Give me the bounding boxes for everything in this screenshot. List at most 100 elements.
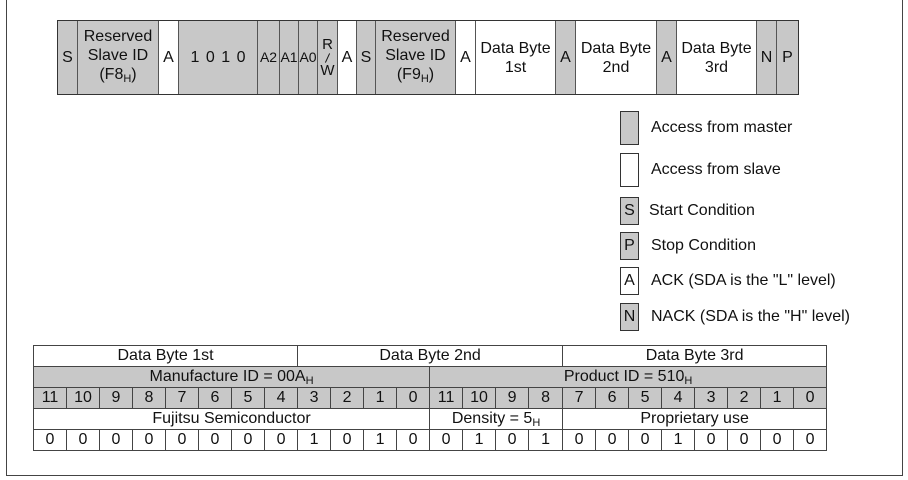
id-field-row: Manufacture ID = 00AH Product ID = 510H xyxy=(32,366,828,388)
bit-number-cell: 2 xyxy=(727,387,762,409)
seq-ack: A xyxy=(456,21,476,94)
bit-number-cell: 6 xyxy=(198,387,232,409)
bit-value-cell: 0 xyxy=(727,429,762,451)
bit-value-cell: 0 xyxy=(495,429,530,451)
bit-value-cell: 0 xyxy=(165,429,199,451)
seq-start: S xyxy=(58,21,78,94)
seq-label: S xyxy=(360,49,372,66)
legend-slave-label: Access from slave xyxy=(651,161,781,178)
seq-label: N xyxy=(760,49,773,66)
bit-value-cell: 0 xyxy=(396,429,431,451)
bit-number-cell: 0 xyxy=(793,387,828,409)
density-cell: Density = 5H xyxy=(429,408,564,430)
seq-repeated-start: S xyxy=(357,21,376,94)
seq-bits-1010: 1 0 1 0 xyxy=(179,21,258,94)
fujitsu-cell: Fujitsu Semiconductor xyxy=(32,408,431,430)
byte-header: Data Byte 3rd xyxy=(562,345,828,367)
bit-number-cell: 5 xyxy=(231,387,265,409)
bit-number-cell: 8 xyxy=(132,387,166,409)
bit-value-cell: 0 xyxy=(793,429,828,451)
seq-label: A xyxy=(163,49,174,66)
proprietary-cell: Proprietary use xyxy=(562,408,828,430)
legend-start-label: Start Condition xyxy=(649,202,755,219)
legend-ack-label: ACK (SDA is the "L" level) xyxy=(651,272,836,289)
legend-master-swatch xyxy=(620,111,639,145)
bit-number-cell: 9 xyxy=(99,387,133,409)
seq-label: A1 xyxy=(280,49,298,65)
bit-number-cell: 7 xyxy=(165,387,199,409)
seq-a2: A2 xyxy=(258,21,280,94)
bit-value-cell: 0 xyxy=(33,429,67,451)
seq-ack: A xyxy=(556,21,576,94)
bit-number-cell: 3 xyxy=(297,387,332,409)
seq-ack: A xyxy=(159,21,179,94)
manufacture-id-cell: Manufacture ID = 00AH xyxy=(32,366,431,388)
bit-number-cell: 10 xyxy=(66,387,100,409)
seq-a1: A1 xyxy=(280,21,299,94)
byte-header: Data Byte 1st xyxy=(32,345,299,367)
bit-number-cell: 4 xyxy=(661,387,696,409)
diagram-frame xyxy=(6,0,903,476)
bit-value-cell: 0 xyxy=(99,429,133,451)
bit-value-cell: 0 xyxy=(132,429,166,451)
field-meaning-row: Fujitsu Semiconductor Density = 5H Propr… xyxy=(32,408,828,430)
byte-header-row: Data Byte 1st Data Byte 2nd Data Byte 3r… xyxy=(32,345,828,367)
bit-number-cell: 3 xyxy=(694,387,729,409)
bit-number-cell: 9 xyxy=(495,387,530,409)
seq-label: A xyxy=(341,49,353,66)
bit-number-cell: 8 xyxy=(528,387,564,409)
legend-slave-swatch xyxy=(620,153,639,187)
bit-number-cell: 0 xyxy=(396,387,431,409)
bit-number-cell: 11 xyxy=(429,387,464,409)
legend-start-swatch: S xyxy=(620,197,639,225)
seq-nack: N xyxy=(757,21,777,94)
byte-header: Data Byte 2nd xyxy=(297,345,564,367)
legend-nack-swatch: N xyxy=(620,303,639,331)
seq-stop: P xyxy=(777,21,798,94)
bit-value-cell: 0 xyxy=(198,429,232,451)
legend-ack-swatch: A xyxy=(620,267,639,295)
seq-label: A xyxy=(460,49,471,66)
bit-value-cell: 0 xyxy=(562,429,597,451)
seq-label: A xyxy=(560,49,571,66)
bit-value-cell: 1 xyxy=(363,429,398,451)
seq-label: A2 xyxy=(259,49,278,65)
bit-value-cell: 0 xyxy=(66,429,100,451)
bit-number-cell: 1 xyxy=(363,387,398,409)
bit-value-cell: 0 xyxy=(760,429,795,451)
bit-value-cell: 0 xyxy=(263,429,299,451)
bit-number-cell: 11 xyxy=(33,387,67,409)
bit-value-cell: 1 xyxy=(297,429,332,451)
bit-value-cell: 0 xyxy=(694,429,729,451)
bit-value-cell: 0 xyxy=(231,429,265,451)
bit-number-cell: 5 xyxy=(628,387,663,409)
bit-value-cell: 0 xyxy=(628,429,663,451)
bit-value-cell: 1 xyxy=(528,429,564,451)
legend-nack-label: NACK (SDA is the "H" level) xyxy=(651,308,850,325)
bit-value-cell: 0 xyxy=(595,429,630,451)
device-id-table: Data Byte 1st Data Byte 2nd Data Byte 3r… xyxy=(32,345,828,451)
bit-number-cell: 1 xyxy=(760,387,795,409)
legend-master-label: Access from master xyxy=(651,119,793,136)
seq-ack: A xyxy=(657,21,677,94)
seq-a0: A0 xyxy=(299,21,318,94)
bit-number-cell: 2 xyxy=(330,387,365,409)
seq-label: 1 0 1 0 xyxy=(190,49,246,66)
bit-value-cell: 0 xyxy=(429,429,464,451)
seq-label: A xyxy=(661,49,672,66)
